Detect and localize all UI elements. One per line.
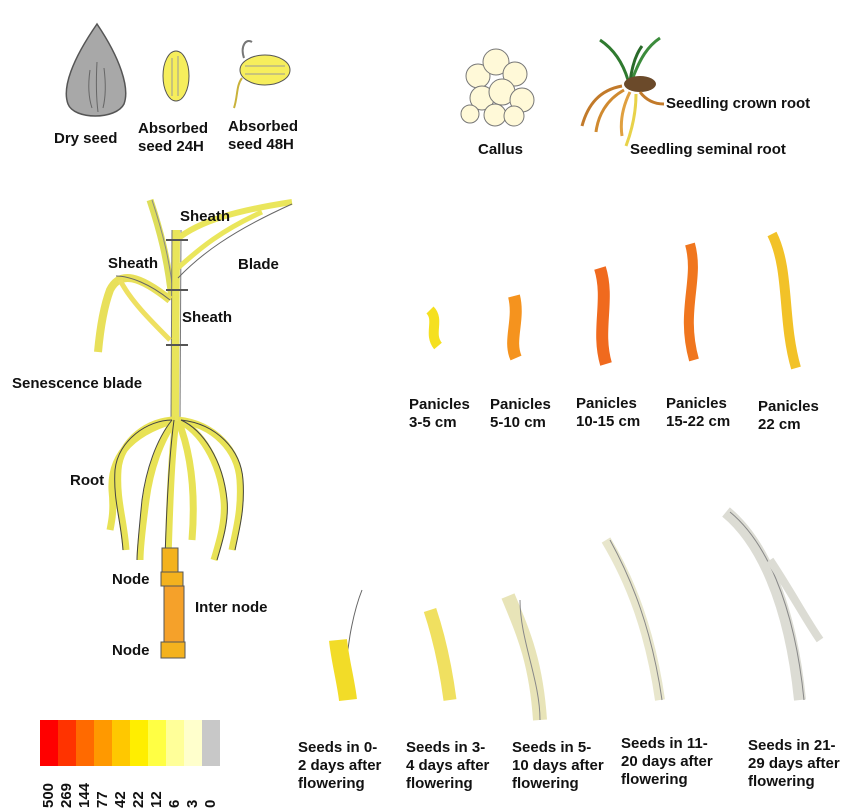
dry-seed-label: Dry seed [54,130,117,148]
seed-stage-label: Seeds in 5- 10 days after flowering [512,739,604,793]
sheath-left-label: Sheath [108,255,158,273]
legend-swatch [40,720,58,766]
legend-swatch [130,720,148,766]
node-bottom-label: Node [112,642,150,660]
absorbed-24h-label: Absorbed seed 24H [138,120,208,156]
absorbed-seed-24h-drawing [163,51,189,101]
seedling-crown-root-label: Seedling crown root [666,95,810,113]
node-top-label: Node [112,571,150,589]
blade-label: Blade [238,256,279,274]
legend-swatch [148,720,166,766]
seedling-seminal-root-label: Seedling seminal root [630,141,786,159]
absorbed-seed-48h-drawing [234,41,290,108]
legend-value: 77 [94,791,111,808]
callus-label: Callus [478,141,523,159]
seed-clusters-drawings [338,512,820,720]
legend-swatch [76,720,94,766]
sheath-mid-label: Sheath [182,309,232,327]
absorbed-48h-label: Absorbed seed 48H [228,118,298,154]
legend-swatch [94,720,112,766]
panicle-label: Panicles 3-5 cm [409,396,470,432]
legend-swatch [202,720,220,766]
panicles-drawings [430,234,796,368]
panicle-label: Panicles 22 cm [758,398,819,434]
legend-value: 12 [148,791,165,808]
legend-value: 269 [58,783,75,808]
panicle-label: Panicles 5-10 cm [490,396,551,432]
root-label: Root [70,472,104,490]
legend-value: 22 [130,791,147,808]
seed-stage-label: Seeds in 0- 2 days after flowering [298,739,381,793]
legend-value: 144 [76,783,93,808]
seed-stage-label: Seeds in 21- 29 days after flowering [748,737,840,791]
inter-node-label: Inter node [195,599,268,617]
senescence-blade-label: Senescence blade [12,375,142,393]
legend-swatch [166,720,184,766]
legend-swatch [112,720,130,766]
legend-swatch [184,720,202,766]
callus-drawing [461,49,534,126]
legend-value: 42 [112,791,129,808]
panicle-label: Panicles 15-22 cm [666,395,730,431]
dry-seed-drawing [66,24,125,116]
seed-stage-label: Seeds in 11- 20 days after flowering [621,735,713,789]
legend-swatch [58,720,76,766]
panicle-label: Panicles 10-15 cm [576,395,640,431]
seed-stage-label: Seeds in 3- 4 days after flowering [406,739,489,793]
seedling-drawing [582,38,664,146]
legend-value: 500 [40,783,57,808]
sheath-top-label: Sheath [180,208,230,226]
